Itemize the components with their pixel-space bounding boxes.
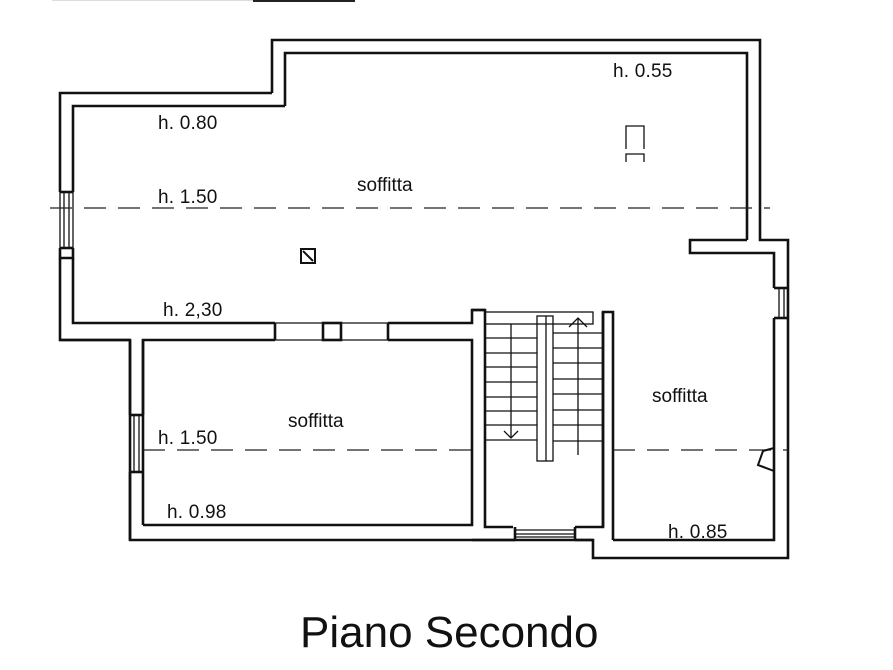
top-crop-line-dark [253,0,355,2]
right-room-walls [613,238,788,542]
wall-opening-center [273,321,390,342]
fireplace-icon [756,447,775,472]
room-label-lower-left-attic: soffitta [288,411,344,432]
height-label-main-top-right: h. 0.55 [613,61,673,82]
floor-title: Piano Secondo [300,608,599,657]
outer-wall [58,38,790,560]
room-label-main-attic: soffitta [357,175,413,196]
window-left-upper [58,190,75,260]
chimney-icon [300,248,316,264]
top-crop-line [52,0,355,1]
room-label-right-attic: soffitta [652,386,708,407]
height-label-main-ridge: h. 1.50 [158,187,218,208]
height-label-lower-ridge: h. 1.50 [158,428,218,449]
skylight-icon [625,125,645,162]
height-label-main-top-left: h. 0.80 [158,113,218,134]
stairwell [472,308,615,542]
window-left-lower [130,413,143,474]
height-label-right-bottom: h. 0.85 [668,522,728,543]
height-label-lower-bottom: h. 0.98 [167,502,227,523]
height-label-main-bottom: h. 2,30 [163,300,223,321]
